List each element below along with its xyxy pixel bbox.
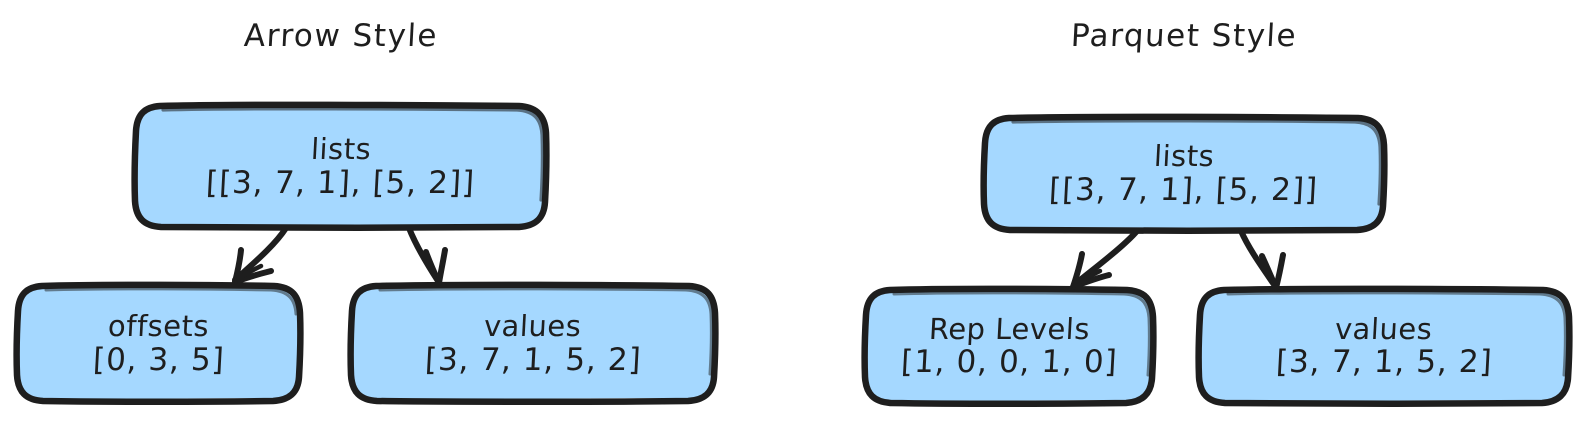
node-parquet-rep-levels-outline	[861, 285, 1157, 407]
node-parquet-lists-outline	[980, 113, 1388, 234]
node-arrow-values-fill	[352, 287, 714, 399]
edge-arrow-lists-to-offsets	[232, 225, 289, 285]
edge-arrow-lists-to-values	[406, 225, 448, 286]
node-arrow-values-outline-secondary	[378, 287, 713, 376]
node-arrow-offsets-outline	[13, 281, 304, 405]
node-arrow-offsets[interactable]	[13, 281, 304, 405]
node-parquet-rep-levels[interactable]	[861, 285, 1157, 407]
node-parquet-lists-outline-secondary	[1011, 119, 1383, 206]
node-parquet-lists-fill	[985, 119, 1383, 229]
node-arrow-values[interactable]	[347, 281, 719, 405]
node-parquet-rep-levels-fill	[866, 291, 1152, 401]
node-parquet-rep-levels-outline-secondary	[892, 291, 1151, 377]
node-arrow-lists-outline-secondary	[161, 107, 545, 202]
node-parquet-values-fill	[1200, 291, 1568, 401]
panel-title-arrow-style: Arrow Style	[243, 18, 439, 54]
node-parquet-values-outline	[1195, 285, 1573, 407]
node-arrow-values-outline	[347, 281, 719, 405]
edge-parquet-lists-to-values	[1238, 228, 1286, 291]
node-parquet-lists[interactable]	[980, 113, 1388, 234]
node-arrow-offsets-outline-secondary	[44, 287, 298, 316]
node-parquet-values[interactable]	[1195, 285, 1573, 407]
edge-parquet-lists-to-rep-levels	[1070, 228, 1140, 290]
node-arrow-lists-outline	[131, 101, 550, 231]
node-parquet-values-outline-secondary	[1226, 291, 1567, 377]
panel-title-parquet-style: Parquet Style	[1069, 18, 1299, 54]
node-arrow-lists[interactable]	[131, 101, 550, 231]
node-arrow-lists-fill	[136, 107, 546, 226]
node-arrow-offsets-fill	[18, 287, 299, 399]
